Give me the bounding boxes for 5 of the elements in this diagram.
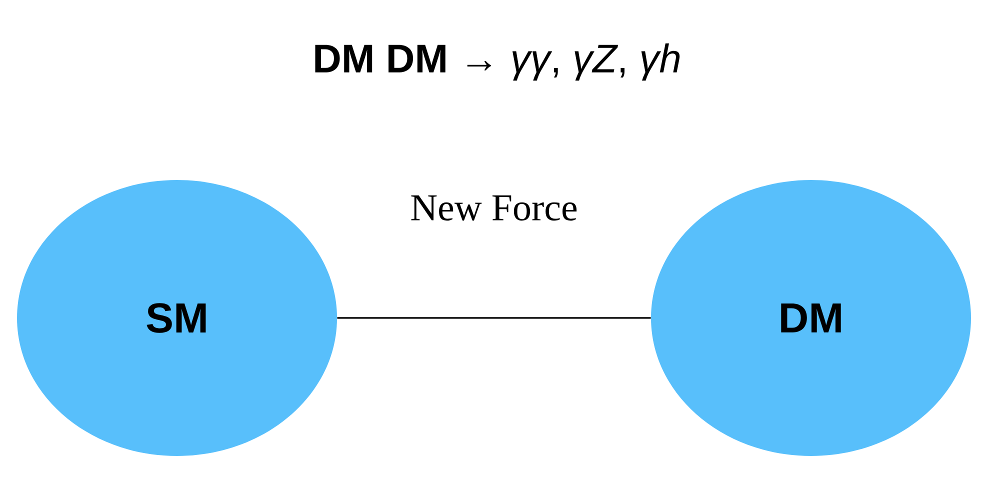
connector-line xyxy=(337,317,651,319)
title: DM DM → γγ, γZ, γh xyxy=(315,43,680,81)
ellipse-node: DM xyxy=(651,180,971,456)
ellipse-node: SM xyxy=(17,180,337,456)
edge-label: New Force xyxy=(411,195,577,221)
